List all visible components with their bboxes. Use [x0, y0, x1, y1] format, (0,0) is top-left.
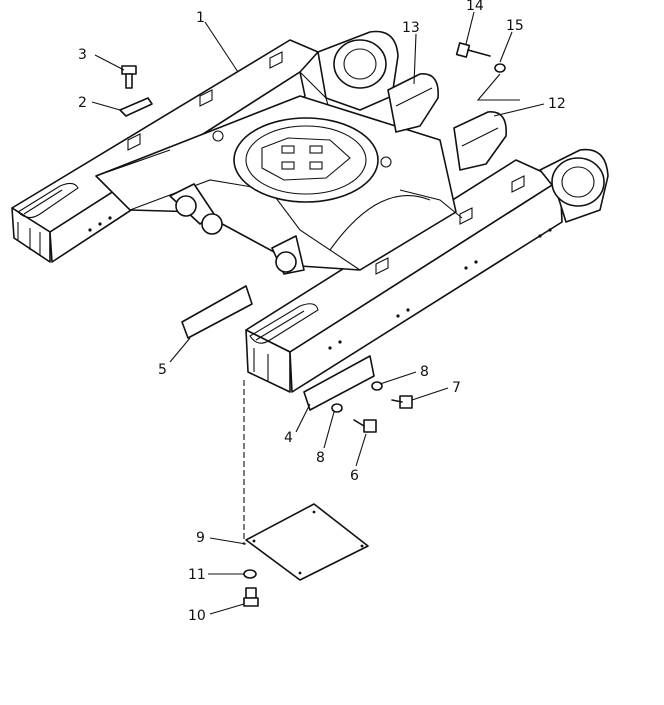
callouts: 1 2 3 4 5 6 7 8 8 9 10 11 12 13 14 15 — [78, 0, 566, 624]
callout-12: 12 — [548, 96, 566, 112]
guard-bracket-13 — [387, 73, 439, 133]
bolt-part-6 — [353, 419, 377, 433]
callout-1: 1 — [196, 10, 205, 26]
guard-plate-5 — [181, 285, 253, 339]
callout-15: 15 — [506, 18, 524, 34]
washer-part-11 — [243, 569, 257, 579]
callout-5: 5 — [158, 362, 167, 378]
callout-7: 7 — [452, 380, 461, 396]
clip-part — [119, 97, 153, 117]
callout-10: 10 — [188, 608, 206, 624]
callout-2: 2 — [78, 95, 87, 111]
callout-11: 11 — [188, 567, 206, 583]
bolt-part-14 — [455, 42, 491, 58]
callout-14: 14 — [466, 0, 484, 14]
guard-plate-4 — [303, 355, 375, 411]
washer-part-8-lower — [331, 403, 343, 413]
callout-8-upper: 8 — [420, 364, 429, 380]
track-frame — [11, 30, 609, 393]
bolt-part-10 — [243, 587, 259, 607]
cover-plate-9 — [245, 503, 369, 581]
guard-bracket-12 — [453, 111, 507, 171]
callout-3: 3 — [78, 47, 87, 63]
callout-9: 9 — [196, 530, 205, 546]
bolt-part-7 — [391, 395, 413, 409]
callout-8-lower: 8 — [316, 450, 325, 466]
washer-part-8-upper — [371, 381, 383, 391]
bolt-part-3 — [121, 65, 137, 89]
callout-4: 4 — [284, 430, 293, 446]
washer-part-15 — [494, 63, 506, 73]
callout-6: 6 — [350, 468, 359, 484]
callout-13: 13 — [402, 20, 420, 36]
leader-lines — [91, 11, 545, 615]
